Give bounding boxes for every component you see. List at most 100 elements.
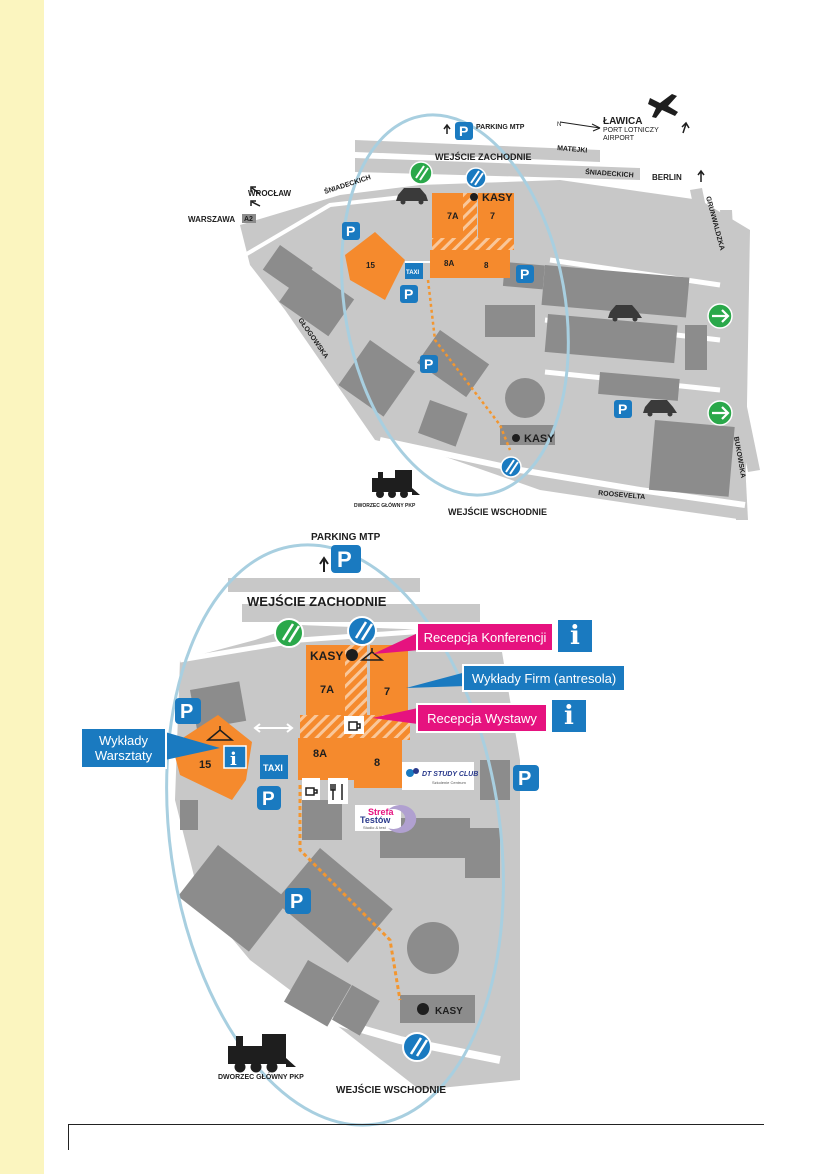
car-icon — [396, 188, 428, 205]
arrow-up-icon — [250, 200, 261, 207]
parking-icon-letter: P — [262, 789, 275, 810]
parking-icon-letter: P — [518, 768, 531, 790]
bottom-rule — [68, 1124, 764, 1125]
label-15: 15 — [199, 759, 211, 771]
label-parking-mtp: PARKING MTP — [476, 124, 525, 131]
callout-pointer-wyklady-warsztaty — [165, 732, 220, 760]
building — [284, 960, 352, 1027]
detail-street-2 — [242, 604, 480, 622]
parking-icon-letter: P — [346, 223, 355, 239]
callout-warsztaty-text: Warsztaty — [94, 748, 153, 763]
label-wroclaw: WROCŁAW — [248, 189, 292, 198]
label-airport: AIRPORT — [603, 135, 635, 142]
pavilion-15 — [345, 232, 405, 300]
arrow-up-icon — [681, 121, 690, 134]
side-strip — [0, 0, 44, 1174]
double-arrow-icon — [253, 723, 294, 733]
label-wejscie-zachodnie: WEJŚCIE ZACHODNIE — [247, 594, 387, 609]
a2-badge — [242, 214, 256, 223]
parking-icon-letter: P — [424, 356, 433, 372]
overview-road-2 — [379, 437, 746, 508]
callout-recepcja-wystawy: Recepcja Wystawy — [416, 703, 548, 733]
coffee-icon — [344, 716, 364, 734]
callout-recepcja-konferencji-text: Recepcja Konferencji — [423, 629, 547, 645]
building — [180, 800, 198, 830]
info-icon-letter: i — [570, 621, 580, 651]
label-8a: 8A — [444, 259, 454, 268]
restaurant-icon — [328, 778, 348, 804]
taxi-label: TAXI — [263, 763, 283, 773]
parking-icon — [175, 698, 201, 724]
kasy-bottom-label: KASY — [524, 433, 555, 445]
kasy-dot — [470, 193, 478, 201]
label-wejscie-zachodnie: WEJŚCIE ZACHODNIE — [435, 151, 532, 162]
parking-icon — [420, 355, 438, 373]
parking-icon-letter: P — [520, 266, 529, 282]
svg-text:Studio & test: Studio & test — [363, 825, 387, 830]
parking-icon — [516, 265, 534, 283]
label-wejscie-wschodnie: WEJŚCIE WSCHODNIE — [336, 1083, 446, 1096]
building — [275, 848, 393, 963]
building — [648, 419, 735, 497]
parking-icon — [257, 786, 281, 810]
building — [331, 985, 380, 1036]
strefa-testow-logo: Strefa Testów Studio & test — [355, 805, 417, 833]
building — [465, 828, 500, 878]
building — [279, 265, 355, 337]
exhibition-area-outline — [340, 113, 570, 497]
taxi-icon — [260, 755, 288, 779]
label-lawica: ŁAWICA — [603, 116, 642, 127]
label-8: 8 — [374, 757, 380, 769]
entrance-east-blue-icon — [402, 1032, 432, 1062]
kasy-top-label: KASY — [482, 192, 513, 204]
pavilion-8 — [472, 250, 510, 278]
pavilion-8a — [298, 738, 354, 780]
info-icon: i — [223, 745, 247, 770]
callout-wyklady-warsztaty: Wykłady Warsztaty — [80, 727, 167, 769]
kasy-dot — [417, 1003, 429, 1015]
parking-icon-letter: P — [290, 891, 303, 913]
street-bukowska — [720, 210, 748, 520]
callout-wyklady-firm: Wykłady Firm (antresola) — [462, 664, 626, 692]
callout-pointer-wyklady-firm — [406, 672, 466, 688]
entrance-west-green-icon — [274, 618, 304, 648]
pavilion-7 — [370, 645, 408, 715]
pavilion-hatch — [432, 238, 514, 250]
info-icon-letter: i — [564, 701, 574, 731]
street-grunwaldzka — [690, 188, 760, 472]
parking-icon — [285, 888, 311, 914]
svg-text:DT STUDY CLUB: DT STUDY CLUB — [422, 771, 478, 778]
train-icon — [228, 1034, 296, 1073]
label-7: 7 — [490, 211, 495, 221]
info-icon-recepcja-konferencji: i — [556, 618, 594, 654]
entrance-west-blue-icon — [465, 167, 487, 189]
parking-icon — [513, 765, 539, 791]
entrance-west-green-icon — [409, 161, 433, 185]
building — [302, 800, 342, 840]
building — [177, 844, 289, 952]
building — [541, 265, 690, 318]
entrance-west-blue-icon — [347, 616, 377, 646]
arrow-up-icon — [443, 123, 451, 134]
pavilion-7 — [478, 193, 514, 238]
parking-icon — [614, 400, 632, 418]
pavilion-8 — [354, 738, 402, 788]
pavilion-hatch-vert — [345, 645, 367, 715]
detail-map: 7A 7 8A 8 15 KASY KASY — [165, 532, 539, 1127]
overview-road-3 — [549, 257, 721, 288]
walking-route — [426, 279, 512, 451]
label-15: 15 — [366, 261, 375, 270]
building-round — [505, 378, 545, 418]
label-dworzec: DWORZEC GŁÓWNY PKP — [218, 1072, 304, 1081]
label-7a: 7A — [447, 211, 459, 221]
hanger-icon — [205, 726, 235, 741]
street-matejki — [355, 140, 600, 162]
building — [400, 995, 475, 1023]
bottom-tick — [68, 1124, 69, 1150]
label-matejki: MATEJKI — [557, 145, 588, 155]
parking-icon — [331, 545, 361, 573]
label-roosevelta: ROOSEVELTA — [598, 490, 646, 501]
building-round — [407, 922, 459, 974]
label-8a: 8A — [313, 748, 327, 760]
